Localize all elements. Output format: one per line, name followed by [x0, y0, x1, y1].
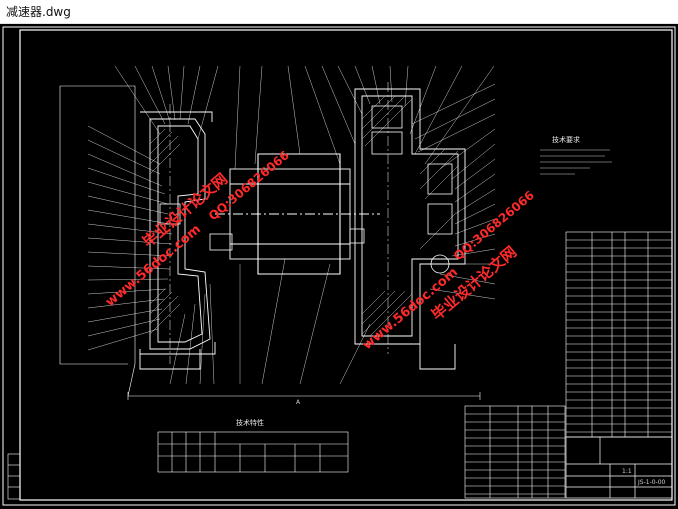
leaders-bottom: [169, 258, 371, 385]
watermark-qq-right: QQ:306826066: [451, 188, 537, 263]
reducer-assembly: [139, 82, 466, 370]
section-hatching: [149, 95, 459, 337]
params-table: [157, 431, 349, 473]
leaders-left: [87, 125, 173, 351]
title-block: [565, 436, 673, 499]
title-block-code: JS-1-0-00: [637, 479, 666, 486]
leaders-right: [411, 83, 496, 300]
window-title: 减速器.dwg: [0, 0, 678, 24]
title-block-ratio: 1:1: [622, 468, 632, 475]
sheet-outer-border: [2, 26, 676, 506]
drawing-canvas[interactable]: 技术要求: [0, 24, 678, 509]
left-revision-grid: [7, 453, 21, 500]
parts-list-lower: [464, 405, 566, 499]
bottom-dimension-label: A: [296, 399, 301, 406]
parts-list: [565, 231, 673, 438]
tech-requirements-title: 技术要求: [552, 135, 580, 144]
sheet-inner-border: [19, 29, 673, 501]
watermarks: 毕业设计论文网 www.56doc.com QQ:306826066 www.5…: [103, 148, 537, 353]
params-table-title: 技术特性: [236, 418, 264, 427]
tech-requirements: 技术要求: [540, 135, 612, 175]
drawing-svg: 技术要求: [2, 26, 676, 506]
leaders-top: [114, 65, 495, 170]
gears-and-bearings: [159, 105, 453, 274]
dimension-lines: [59, 85, 481, 400]
